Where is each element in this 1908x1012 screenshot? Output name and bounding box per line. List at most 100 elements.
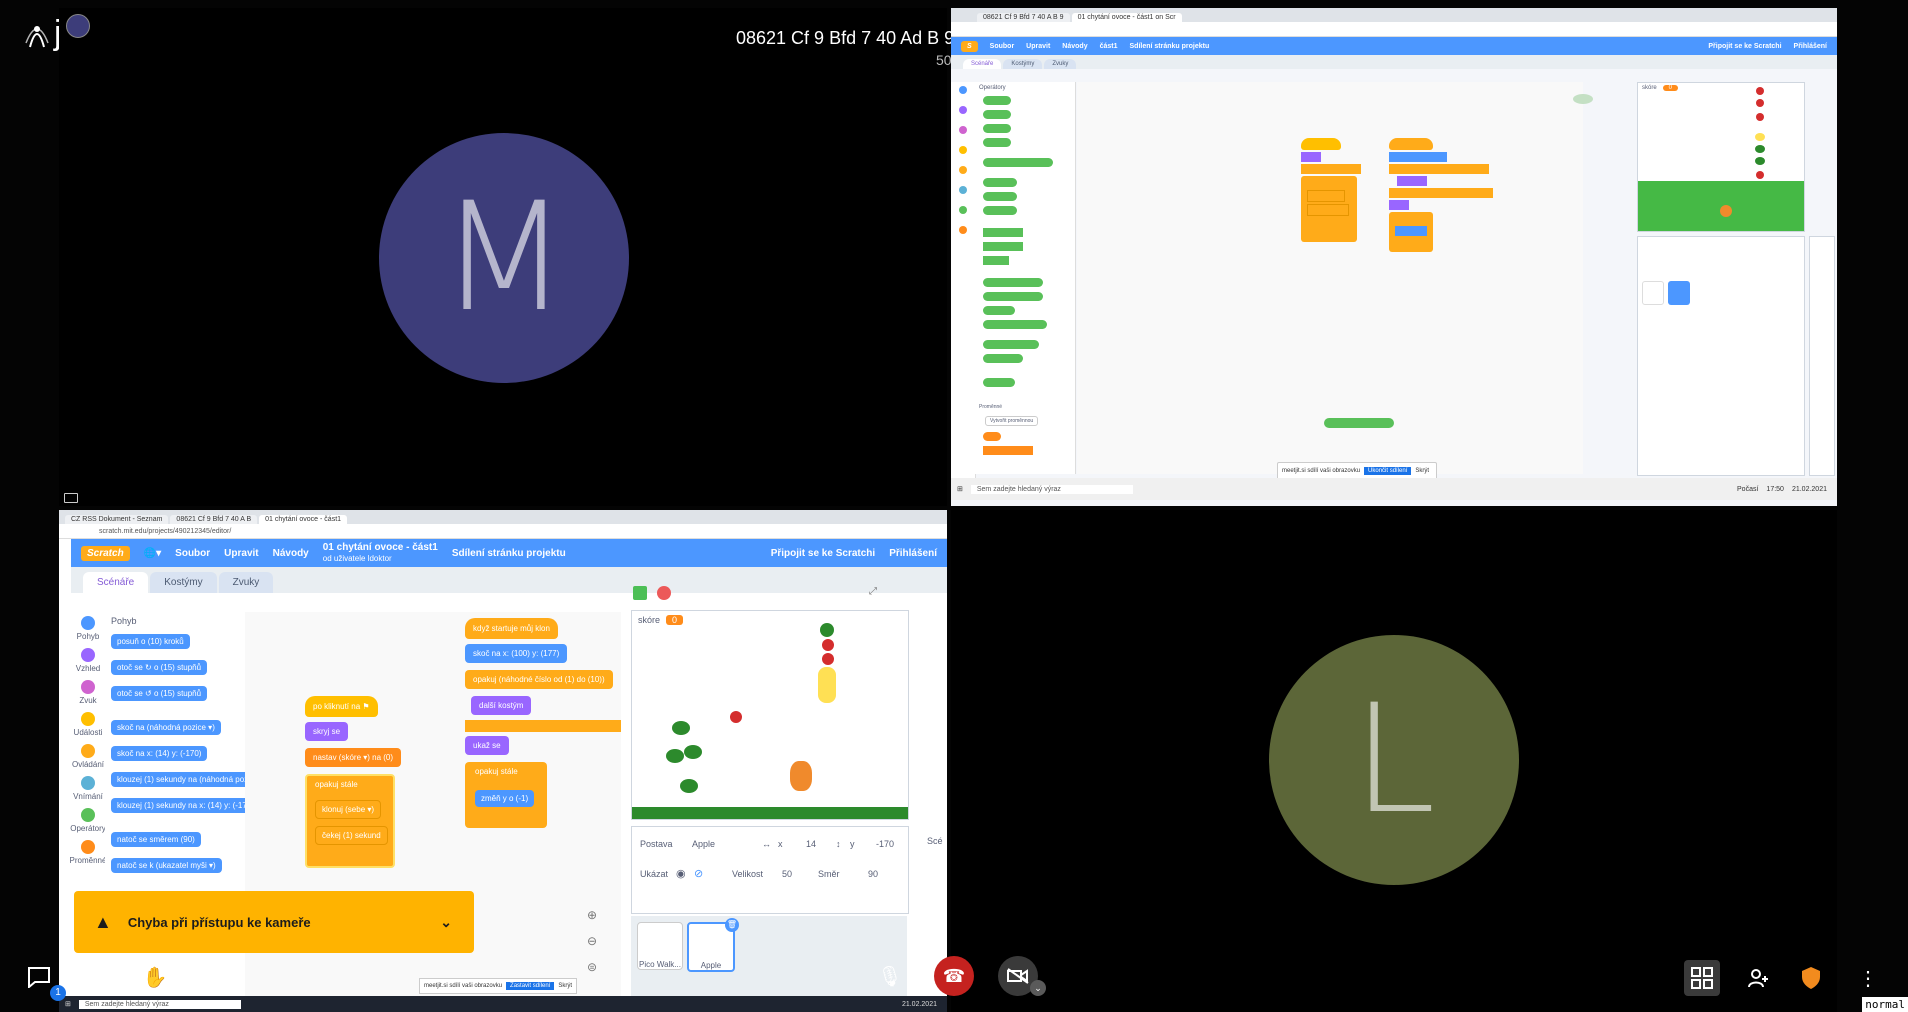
operator-block[interactable] [983,256,1009,265]
taskbar-search[interactable]: Sem zadejte hledaný výraz [970,484,1133,494]
script-block[interactable] [1389,200,1409,210]
script-block[interactable] [1307,204,1349,216]
script-loop-block[interactable] [305,774,395,868]
participants-button[interactable] [1740,962,1776,994]
script-block[interactable] [1395,226,1427,236]
menu-soubor[interactable]: Soubor [175,547,211,559]
sprite-thumb-apple[interactable] [1668,281,1690,305]
script-hat-block[interactable] [1389,138,1433,150]
variable-block[interactable] [983,432,1001,441]
operator-block[interactable] [983,110,1011,119]
chat-button[interactable] [24,962,54,992]
chevron-down-icon[interactable]: ⌄ [440,913,452,930]
screen-share-button[interactable] [80,962,110,992]
motion-block[interactable]: otoč se ↺ o (15) stupňů [111,686,208,701]
motion-block[interactable]: skoč na x: (14) y: (-170) [111,746,208,761]
stop-sharing-button[interactable]: Ukončit sdílení [1364,467,1412,475]
y-field[interactable]: -170 [876,839,895,849]
green-flag-icon[interactable] [633,586,647,600]
motion-block[interactable]: posuň o (10) kroků [111,634,190,649]
script-block[interactable] [1301,164,1361,174]
script-block[interactable] [1397,176,1427,186]
more-options-button[interactable]: ⋮ [1858,962,1878,994]
operator-block[interactable] [983,354,1023,363]
sprite-thumb-pico[interactable] [1642,281,1664,305]
category-variables[interactable]: Proměnné [70,840,106,865]
participant-tile-l[interactable]: L [951,510,1837,1012]
tab-scenare[interactable]: Scénáře [83,572,149,593]
menu-upravit[interactable]: Upravit [224,547,259,559]
tab-kostymy[interactable]: Kostýmy [150,572,217,593]
operator-block[interactable] [983,292,1043,301]
address-bar[interactable]: scratch.mit.edu/projects/490212345/edito… [59,524,947,539]
category-variables-icon[interactable] [959,226,967,234]
security-button[interactable] [1796,962,1826,994]
operator-block[interactable] [983,138,1011,147]
category-operators[interactable]: Operátory [70,808,106,833]
zoom-out-icon[interactable]: ⊖ [587,934,598,948]
hide-eye-icon[interactable]: ⊘ [694,868,704,880]
scratch-logo[interactable]: Scratch [81,545,130,561]
operator-block[interactable] [983,340,1039,349]
script-block[interactable]: další kostým [471,696,532,715]
zoom-reset-icon[interactable]: ⊜ [587,960,598,974]
motion-block[interactable]: klouzej (1) sekundy na x: (14) y: (-170) [111,798,260,813]
sprite-thumb-pico[interactable]: Pico Walk... [637,922,683,970]
category-control-icon[interactable] [959,166,967,174]
hangup-button[interactable]: ☎ [934,956,974,996]
motion-block[interactable]: natoč se k (ukazatel myši ▾) [111,858,222,873]
script-block[interactable]: čekej (1) sekund [315,826,388,845]
browser-tab[interactable]: 01 chytání ovoce - část1 [259,515,348,524]
browser-tab[interactable]: CZ RSS Dokument - Seznam [65,515,169,524]
operator-block[interactable] [983,158,1053,167]
delete-sprite-icon[interactable]: 🗑 [725,918,739,932]
show-eye-icon[interactable]: ◉ [676,868,686,880]
hide-notice-button[interactable]: Skrýt [1415,468,1430,474]
windows-start-icon[interactable]: ⊞ [957,486,963,493]
motion-block[interactable]: skoč na (náhodná pozice ▾) [111,720,221,735]
browser-tab[interactable]: 08621 Cf 9 Bfd 7 40 A B 9 [977,13,1070,22]
project-info[interactable]: 01 chytání ovoce - část1 od uživatele ld… [323,542,438,564]
join-scratch-link[interactable]: Připojit se ke Scratchi [770,547,876,559]
motion-block[interactable]: klouzej (1) sekundy na (náhodná pozice ▾… [111,772,274,787]
category-events[interactable]: Události [71,712,105,737]
menu-upravit[interactable]: Upravit [1026,42,1051,50]
motion-block[interactable]: otoč se ↻ o (15) stupňů [111,660,208,675]
script-block[interactable] [1307,190,1345,202]
direction-field[interactable]: 90 [868,869,879,879]
camera-error-toast[interactable]: ▲ Chyba při přístupu ke kameře ⌄ [74,891,474,953]
category-looks[interactable]: Vzhled [71,648,105,673]
category-events-icon[interactable] [959,146,967,154]
script-hat-block[interactable] [1301,138,1341,150]
x-field[interactable]: 14 [806,839,817,849]
address-bar[interactable] [951,22,1837,37]
variable-block[interactable] [983,446,1033,455]
sprite-name-field[interactable]: Apple [692,839,716,849]
category-sensing[interactable]: Vnímání [71,776,105,801]
signin-link[interactable]: Přihlášení [1793,42,1827,50]
project-title[interactable]: část1 [1099,42,1118,50]
operator-block[interactable] [983,378,1015,387]
menu-soubor[interactable]: Soubor [989,42,1015,50]
stop-icon[interactable] [657,586,671,600]
menu-navody[interactable]: Návody [272,547,309,559]
stage[interactable]: skóre 0 [631,610,909,820]
operator-block[interactable] [983,320,1047,329]
microphone-button[interactable]: 🎙 [872,958,908,994]
script-block[interactable]: opakuj (náhodné číslo od (1) do (10)) [465,670,613,689]
script-block[interactable]: ukaž se [465,736,509,755]
windows-start-icon[interactable]: ⊞ [65,1001,71,1008]
category-sound[interactable]: Zvuk [71,680,105,705]
category-operators-icon[interactable] [959,206,967,214]
browser-tab[interactable]: 01 chytání ovoce - část1 on Scr [1071,13,1182,22]
fullscreen-icon[interactable]: ⤢ [869,586,877,597]
shared-page-link[interactable]: Sdílení stránku projektu [451,547,566,559]
script-block[interactable] [1389,152,1447,162]
operator-block[interactable] [983,278,1043,287]
category-sound-icon[interactable] [959,126,967,134]
operator-block[interactable] [983,242,1023,251]
raise-hand-button[interactable]: ✋ [140,962,170,992]
tab-zvuky[interactable]: Zvuky [218,572,274,593]
tab-kostymy[interactable]: Kostýmy [1003,59,1043,69]
browser-tab[interactable]: 08621 Cf 9 Bfd 7 40 A B [170,515,258,524]
